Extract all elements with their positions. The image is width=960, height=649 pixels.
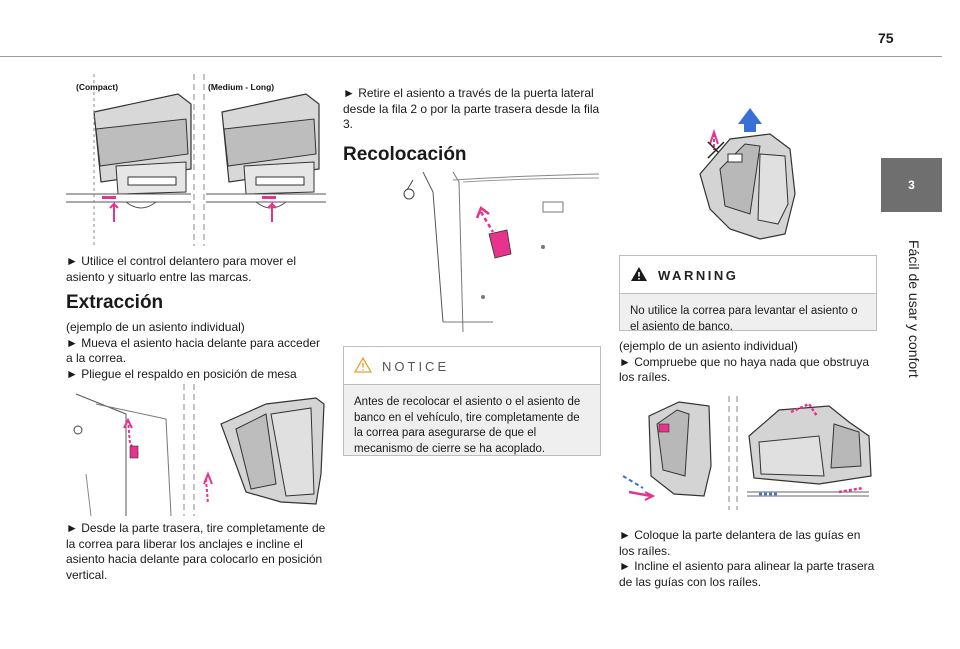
header-divider (0, 56, 942, 57)
example-note-2: (ejemplo de un asiento individual) (619, 339, 798, 353)
chapter-tab[interactable]: 3 (881, 158, 942, 212)
adjust-instruction: ► Utilice el control delantero para move… (66, 254, 296, 284)
page-number: 75 (878, 30, 894, 46)
rail-check-steps: (ejemplo de un asiento individual) ► Com… (619, 339, 877, 386)
warning-text: No utilice la correa para levantar el as… (630, 305, 858, 333)
seat-adjust-illustration: (Compact) (Medium - Long) (66, 74, 326, 246)
strap-instruction: ► Desde la parte trasera, tire completam… (66, 521, 326, 582)
rail-positioning-steps: ► Coloque la parte delantera de las guía… (619, 528, 877, 590)
notice-box: NOTICE Antes de recolocar el asiento o e… (343, 346, 601, 456)
warning-header: WARNING (620, 256, 876, 294)
chapter-title: Fácil de usar y confort (906, 240, 922, 378)
extraction-steps: (ejemplo de un asiento individual) ► Mue… (66, 320, 326, 382)
step-check-rails: ► Compruebe que no haya nada que obstruy… (619, 354, 870, 385)
notice-label: NOTICE (382, 359, 450, 374)
notice-text: Antes de recolocar el asiento o el asien… (354, 396, 581, 455)
remove-seat-instruction: ► Retire el asiento a través de la puert… (343, 86, 600, 131)
medium-long-label: (Medium - Long) (208, 82, 275, 92)
step-tilt-seat: ► Incline el asiento para alinear la par… (619, 559, 875, 589)
extraction-heading: Extracción (66, 292, 164, 313)
relocation-illustration (393, 172, 599, 332)
relocation-heading: Recolocación (343, 144, 467, 165)
notice-header: NOTICE (344, 347, 600, 385)
notice-warning-icon (353, 356, 373, 378)
seat-lift-illustration (690, 84, 800, 244)
example-note: (ejemplo de un asiento individual) (66, 320, 245, 334)
warning-label: WARNING (658, 268, 739, 283)
rail-insertion-illustration (619, 396, 877, 510)
step-fold-backrest: ► Pliegue el respaldo en posición de mes… (66, 366, 297, 381)
strap-release-illustration (66, 384, 326, 516)
warning-triangle-icon (630, 266, 648, 287)
compact-label: (Compact) (76, 82, 119, 92)
warning-box: WARNING No utilice la correa para levant… (619, 255, 877, 333)
step-move-forward: ► Mueva el asiento hacia delante para ac… (66, 335, 321, 366)
step-insert-guides: ► Coloque la parte delantera de las guía… (619, 528, 861, 558)
